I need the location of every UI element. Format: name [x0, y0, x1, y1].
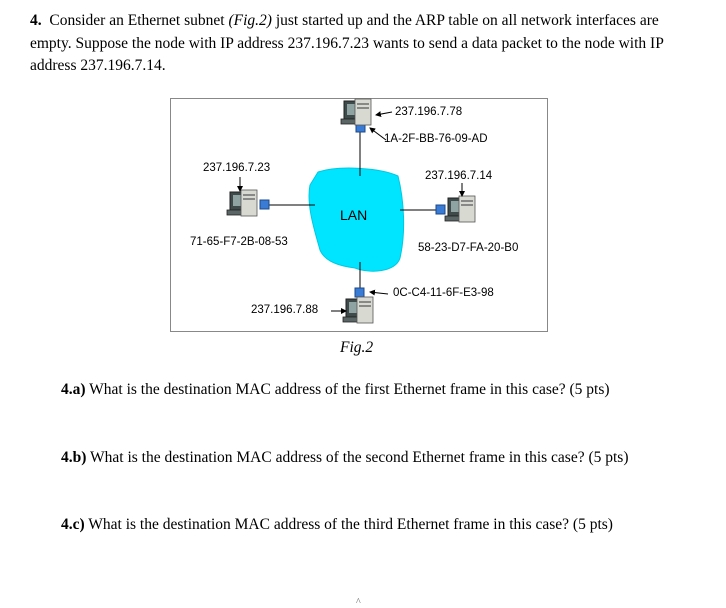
question-text-start: Consider an Ethernet subnet	[49, 12, 229, 29]
figure-reference: (Fig.2)	[228, 12, 272, 29]
node-top-ip: 237.196.7.78	[395, 106, 463, 118]
adapter-bottom	[354, 287, 365, 298]
question-part-c: 4.c) What is the destination MAC address…	[61, 516, 613, 534]
node-bottom-mac: 0C-C4-11-6F-E3-98	[393, 287, 494, 299]
arrow-top-mac	[369, 127, 387, 141]
computer-right-icon	[444, 195, 476, 223]
node-top-mac: 1A-2F-BB-76-09-AD	[384, 133, 488, 145]
part-c-text: What is the destination MAC address of t…	[84, 516, 613, 533]
arrow-bottom-mac	[369, 289, 389, 296]
question-paragraph: 4. Consider an Ethernet subnet (Fig.2) j…	[30, 10, 700, 78]
node-bottom-ip: 237.196.7.88	[251, 304, 319, 316]
computer-bottom-icon	[342, 296, 374, 324]
question-part-b: 4.b) What is the destination MAC address…	[61, 449, 629, 467]
node-right-ip: 237.196.7.14	[425, 170, 493, 182]
question-text-end: just started up and the ARP table on all…	[30, 12, 664, 74]
computer-top-icon	[340, 98, 372, 126]
computer-left-icon	[226, 189, 258, 217]
figure-frame	[170, 98, 548, 332]
part-b-label: 4.b)	[61, 449, 87, 466]
adapter-left	[259, 199, 270, 210]
lan-cloud	[308, 167, 405, 272]
node-left-ip: 237.196.7.23	[203, 162, 271, 174]
question-number: 4.	[30, 12, 42, 29]
arrow-top-ip	[375, 111, 393, 118]
lan-label: LAN	[340, 207, 368, 223]
figure-caption: Fig.2	[340, 339, 374, 356]
node-right-mac: 58-23-D7-FA-20-B0	[418, 242, 519, 254]
adapter-right	[435, 204, 446, 215]
part-a-label: 4.a)	[61, 381, 86, 398]
part-a-text: What is the destination MAC address of t…	[85, 381, 610, 398]
part-b-text: What is the destination MAC address of t…	[86, 449, 629, 466]
question-part-a: 4.a) What is the destination MAC address…	[61, 381, 610, 399]
node-left-mac: 71-65-F7-2B-08-53	[190, 236, 288, 248]
footer-mark: ^	[356, 597, 361, 608]
part-c-label: 4.c)	[61, 516, 85, 533]
